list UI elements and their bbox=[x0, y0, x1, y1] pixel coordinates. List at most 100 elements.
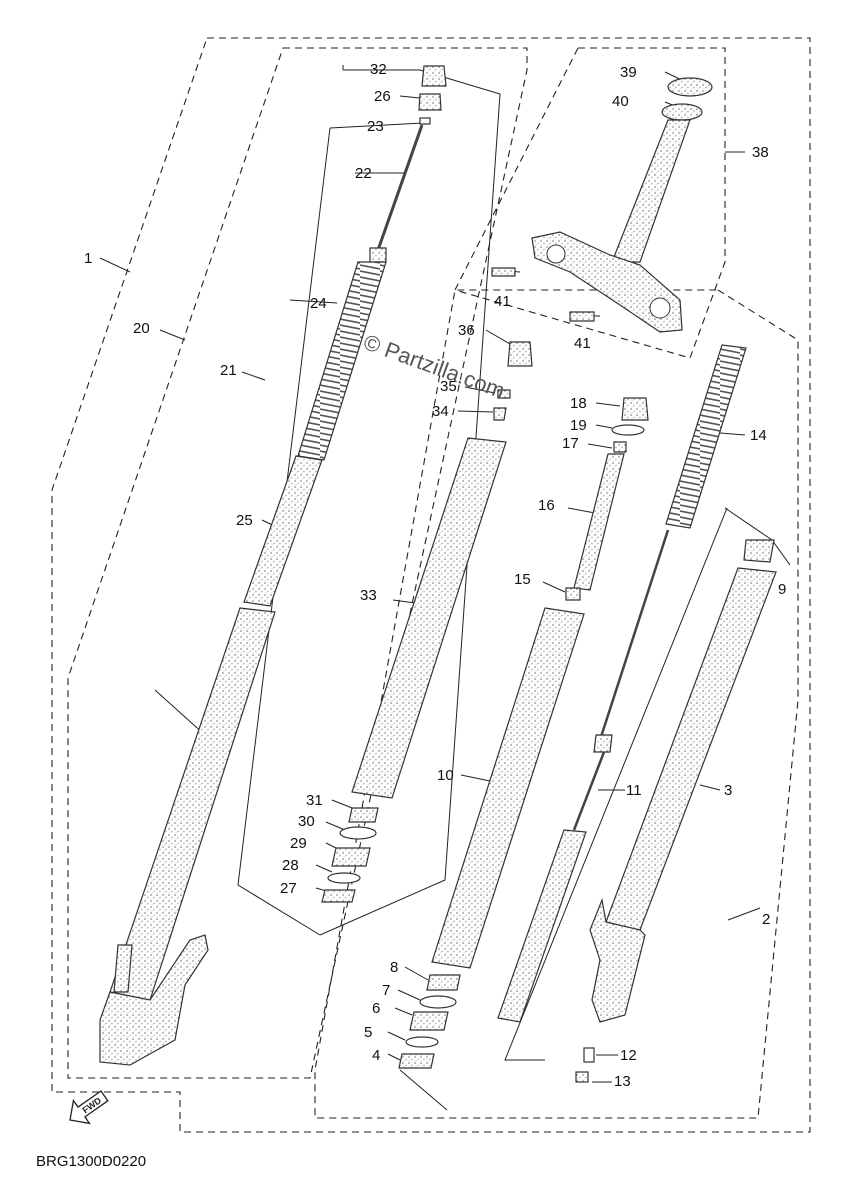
callout-22[interactable]: 22 bbox=[355, 165, 372, 182]
part-4-dust-seal bbox=[398, 1053, 435, 1069]
part-13-bolt bbox=[575, 1071, 589, 1083]
part-11-rod-collar bbox=[593, 734, 613, 753]
part-16-spacer bbox=[573, 453, 625, 591]
part-24-rod-end bbox=[369, 247, 387, 263]
part-36-cap bbox=[507, 341, 533, 367]
group-outline-steering-stem bbox=[454, 47, 726, 359]
steering-stem-parts bbox=[491, 77, 713, 333]
part-14-fork-spring bbox=[665, 344, 747, 529]
part-7-washer bbox=[419, 995, 457, 1009]
part-10-inner-tube bbox=[431, 607, 585, 969]
callout-39[interactable]: 39 bbox=[620, 64, 637, 81]
part-19-washer bbox=[611, 424, 645, 436]
middle-parts bbox=[321, 341, 533, 903]
callout-38[interactable]: 38 bbox=[752, 144, 769, 161]
callout-40[interactable]: 40 bbox=[612, 93, 629, 110]
part-38-under-bracket bbox=[531, 231, 683, 333]
right-fork-parts bbox=[398, 344, 777, 1083]
callout-31[interactable]: 31 bbox=[306, 792, 323, 809]
callout-12[interactable]: 12 bbox=[620, 1047, 637, 1064]
part-18-cap bbox=[621, 397, 649, 421]
callout-17[interactable]: 17 bbox=[562, 435, 579, 452]
part-38-stem-shaft bbox=[611, 119, 691, 263]
part-23-washer bbox=[419, 117, 431, 125]
callout-36[interactable]: 36 bbox=[458, 322, 475, 339]
callout-8[interactable]: 8 bbox=[390, 959, 398, 976]
callout-labels: 1 2 3 4 5 6 7 8 9 10 11 12 13 14 15 16 1… bbox=[84, 61, 786, 1090]
part-35-spacer bbox=[497, 389, 511, 399]
callout-41-b[interactable]: 41 bbox=[574, 335, 591, 352]
callout-28[interactable]: 28 bbox=[282, 857, 299, 874]
callout-6[interactable]: 6 bbox=[372, 1000, 380, 1017]
leader-lines bbox=[99, 65, 791, 1111]
callout-24[interactable]: 24 bbox=[310, 295, 327, 312]
callout-30[interactable]: 30 bbox=[298, 813, 315, 830]
callout-35[interactable]: 35 bbox=[440, 378, 457, 395]
part-lug bbox=[113, 944, 133, 993]
callout-20[interactable]: 20 bbox=[133, 320, 150, 337]
part-31-bushing bbox=[348, 807, 379, 823]
callout-29[interactable]: 29 bbox=[290, 835, 307, 852]
callout-23[interactable]: 23 bbox=[367, 118, 384, 135]
callout-41-a[interactable]: 41 bbox=[494, 293, 511, 310]
callout-25[interactable]: 25 bbox=[236, 512, 253, 529]
callout-7[interactable]: 7 bbox=[382, 982, 390, 999]
callout-14[interactable]: 14 bbox=[750, 427, 767, 444]
part-41-bolt-b bbox=[569, 311, 595, 322]
callout-33[interactable]: 33 bbox=[360, 587, 377, 604]
callout-21[interactable]: 21 bbox=[220, 362, 237, 379]
callout-3[interactable]: 3 bbox=[724, 782, 732, 799]
part-39-bearing bbox=[667, 77, 713, 97]
left-fork-parts bbox=[99, 65, 447, 1066]
watermark: © Partzilla.com bbox=[360, 329, 508, 403]
part-24-fork-spring bbox=[297, 261, 387, 461]
group-outline-fork-assembly-left bbox=[51, 37, 811, 1133]
part-28-clip bbox=[327, 872, 361, 884]
part-29-oil-seal bbox=[331, 847, 371, 867]
part-6-oil-seal bbox=[409, 1011, 449, 1031]
callout-4[interactable]: 4 bbox=[372, 1047, 380, 1064]
part-caliper-bracket bbox=[99, 934, 209, 1066]
group-outline-outer-tube-right bbox=[314, 289, 799, 1119]
callout-1[interactable]: 1 bbox=[84, 250, 92, 267]
part-30-washer bbox=[339, 826, 377, 840]
callout-32[interactable]: 32 bbox=[370, 61, 387, 78]
part-9-cap bbox=[743, 539, 775, 563]
callout-27[interactable]: 27 bbox=[280, 880, 297, 897]
callout-15[interactable]: 15 bbox=[514, 571, 531, 588]
part-3-outer-tube bbox=[605, 567, 777, 931]
part-22-damper-rod bbox=[376, 124, 424, 251]
callout-16[interactable]: 16 bbox=[538, 497, 555, 514]
part-27-dust-seal bbox=[321, 889, 356, 903]
part-damper-cartridge bbox=[497, 829, 587, 1023]
part-26-nut bbox=[418, 93, 442, 111]
callout-18[interactable]: 18 bbox=[570, 395, 587, 412]
callout-11[interactable]: 11 bbox=[626, 782, 642, 799]
part-32-cap-bolt bbox=[421, 65, 447, 87]
bracket-hole-right bbox=[649, 297, 671, 319]
bracket-hole-left bbox=[546, 244, 566, 264]
callout-19[interactable]: 19 bbox=[570, 417, 587, 434]
callout-10[interactable]: 10 bbox=[437, 767, 454, 784]
callout-13[interactable]: 13 bbox=[614, 1073, 631, 1090]
part-8-bushing bbox=[426, 974, 461, 991]
part-17-nut bbox=[613, 441, 627, 453]
part-axle-bracket-right bbox=[589, 897, 646, 1023]
part-41-bolt-a bbox=[491, 267, 516, 277]
part-40-race bbox=[661, 103, 703, 121]
callout-9[interactable]: 9 bbox=[778, 581, 786, 598]
group-outline-inner-tube-left bbox=[67, 47, 528, 1079]
part-11-damper-rod bbox=[598, 529, 670, 741]
part-12-bolt bbox=[583, 1047, 595, 1063]
diagram-code: BRG1300D0220 bbox=[36, 1153, 146, 1170]
callout-5[interactable]: 5 bbox=[364, 1024, 372, 1041]
callout-26[interactable]: 26 bbox=[374, 88, 391, 105]
part-25-inner-tube bbox=[243, 455, 323, 607]
part-33-inner-tube bbox=[351, 437, 507, 799]
callout-34[interactable]: 34 bbox=[432, 403, 449, 420]
part-34-collar bbox=[493, 407, 507, 421]
part-15-collar bbox=[565, 587, 581, 601]
callout-2[interactable]: 2 bbox=[762, 911, 770, 928]
part-5-clip bbox=[405, 1036, 439, 1048]
